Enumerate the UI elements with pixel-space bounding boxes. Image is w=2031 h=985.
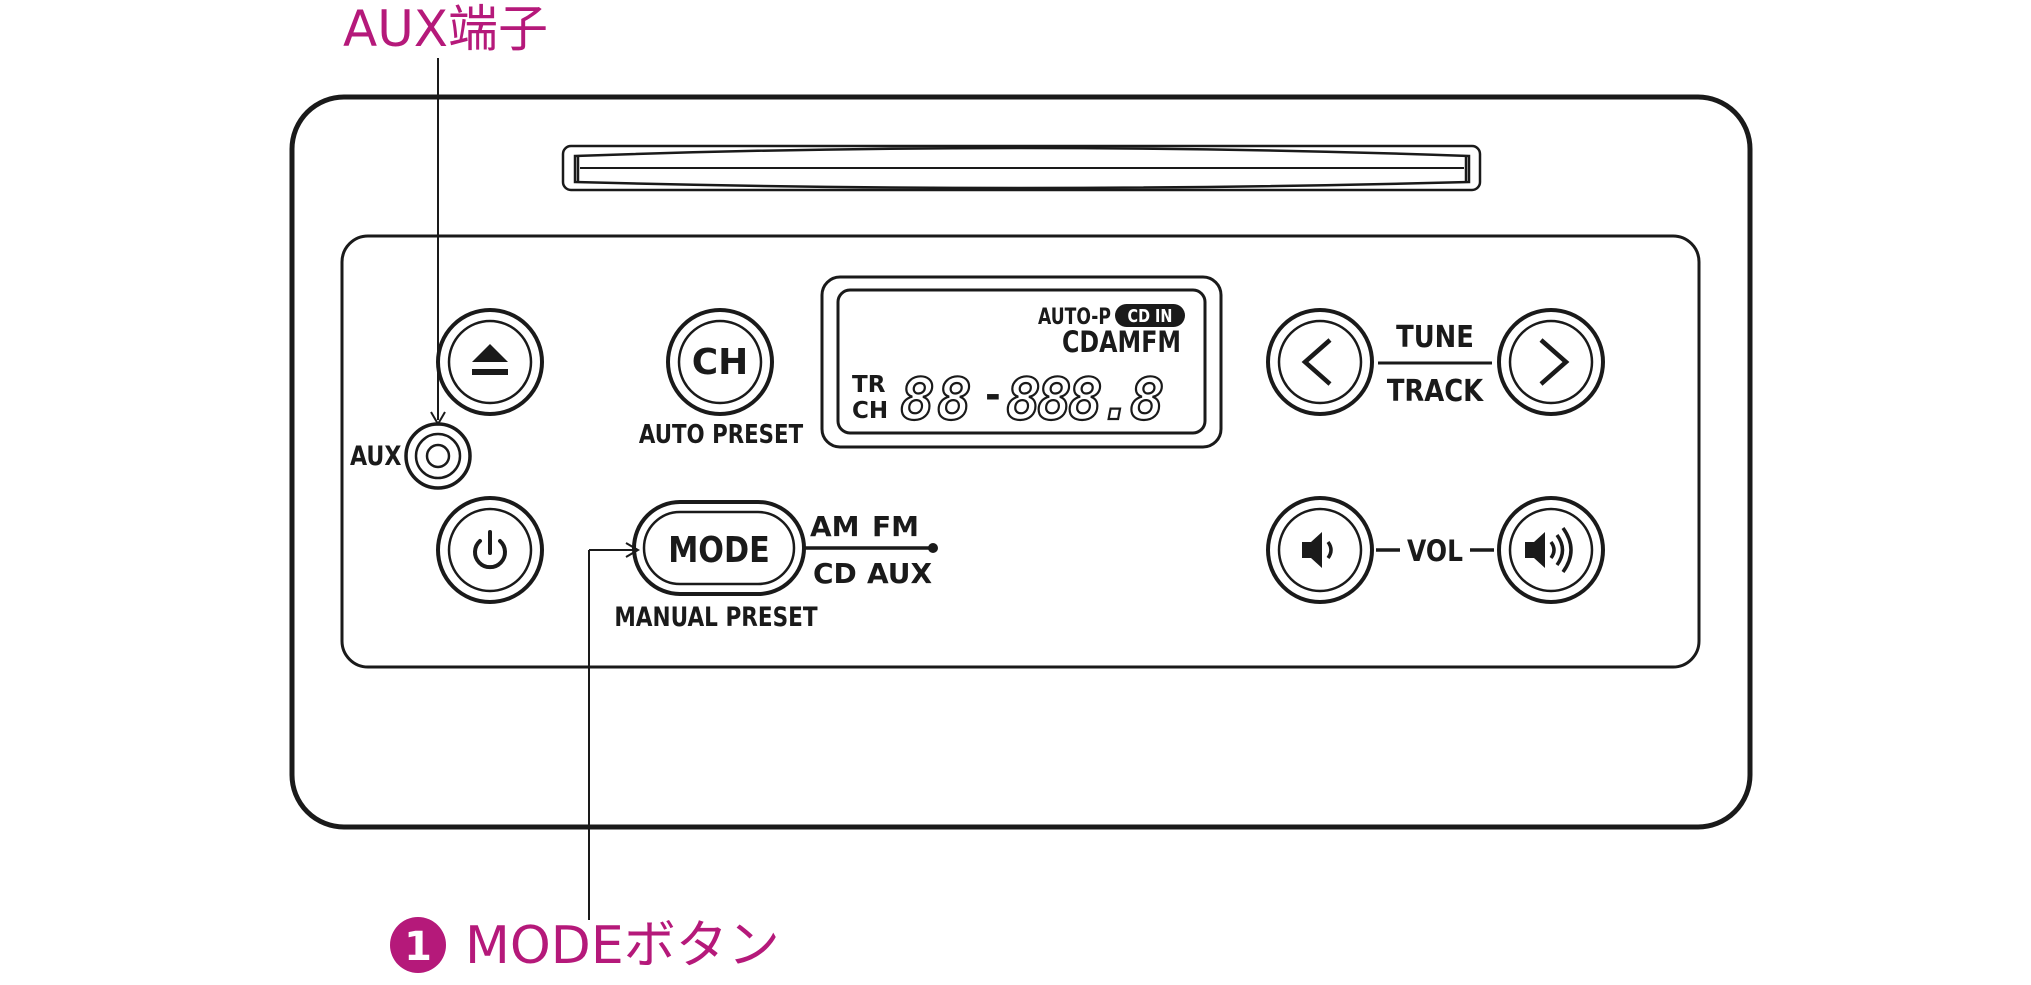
am-label: AM [810, 510, 860, 543]
speaker-low-icon [1302, 532, 1333, 568]
mode-source-dot [928, 543, 938, 553]
display-dash: - [985, 373, 1001, 417]
cd-label: CD [813, 557, 857, 590]
aux-callout-arrowhead [430, 411, 446, 426]
next-track-button[interactable] [1497, 308, 1605, 416]
display-cd-in-badge [1115, 304, 1185, 327]
aux-terminal-callout: AUX端子 [343, 0, 548, 58]
display-tr: TR [852, 372, 886, 398]
mode-callout-arrowhead [625, 542, 640, 558]
tune-label: TUNE [1396, 319, 1474, 354]
ch-button[interactable]: CH [666, 308, 774, 416]
mode-callout-number: 1 [404, 924, 432, 970]
display-auto-p: AUTO-P [1038, 304, 1111, 330]
volume-up-button[interactable] [1497, 496, 1605, 604]
display-source: CDAMFM [1062, 326, 1181, 360]
mode-button[interactable]: MODE [632, 500, 806, 596]
eject-icon [472, 344, 508, 375]
speaker-high-icon [1525, 526, 1573, 574]
mode-callout-number-badge [390, 917, 446, 973]
display-segments-left: 88 [900, 365, 974, 433]
aux-label: AUX [350, 440, 401, 472]
auto-preset-label: AUTO PRESET [639, 419, 804, 450]
manual-preset-label: MANUAL PRESET [614, 601, 818, 633]
power-icon [473, 530, 507, 570]
eject-button[interactable] [436, 308, 544, 416]
mode-button-label: MODE [668, 528, 770, 570]
power-button[interactable] [436, 496, 544, 604]
aux-mode-label: AUX [867, 557, 933, 590]
cd-slot [561, 144, 1482, 192]
chevron-left-icon [1301, 338, 1332, 386]
display-ch: CH [852, 398, 888, 424]
aux-jack[interactable] [404, 422, 472, 490]
display-cd-in: CD IN [1128, 305, 1173, 326]
track-label: TRACK [1387, 373, 1485, 408]
mode-button-callout: MODEボタン [465, 916, 780, 976]
vol-label: VOL [1407, 535, 1463, 568]
prev-track-button[interactable] [1266, 308, 1374, 416]
chevron-right-icon [1539, 338, 1570, 386]
volume-down-button[interactable] [1266, 496, 1374, 604]
display-segments-right: 888.8 [1006, 365, 1163, 433]
ch-button-label: CH [692, 342, 749, 383]
fm-label: FM [872, 510, 919, 543]
lcd-display: AUTO-P CD IN CDAMFM TR CH 88 - 888.8 [820, 275, 1223, 449]
